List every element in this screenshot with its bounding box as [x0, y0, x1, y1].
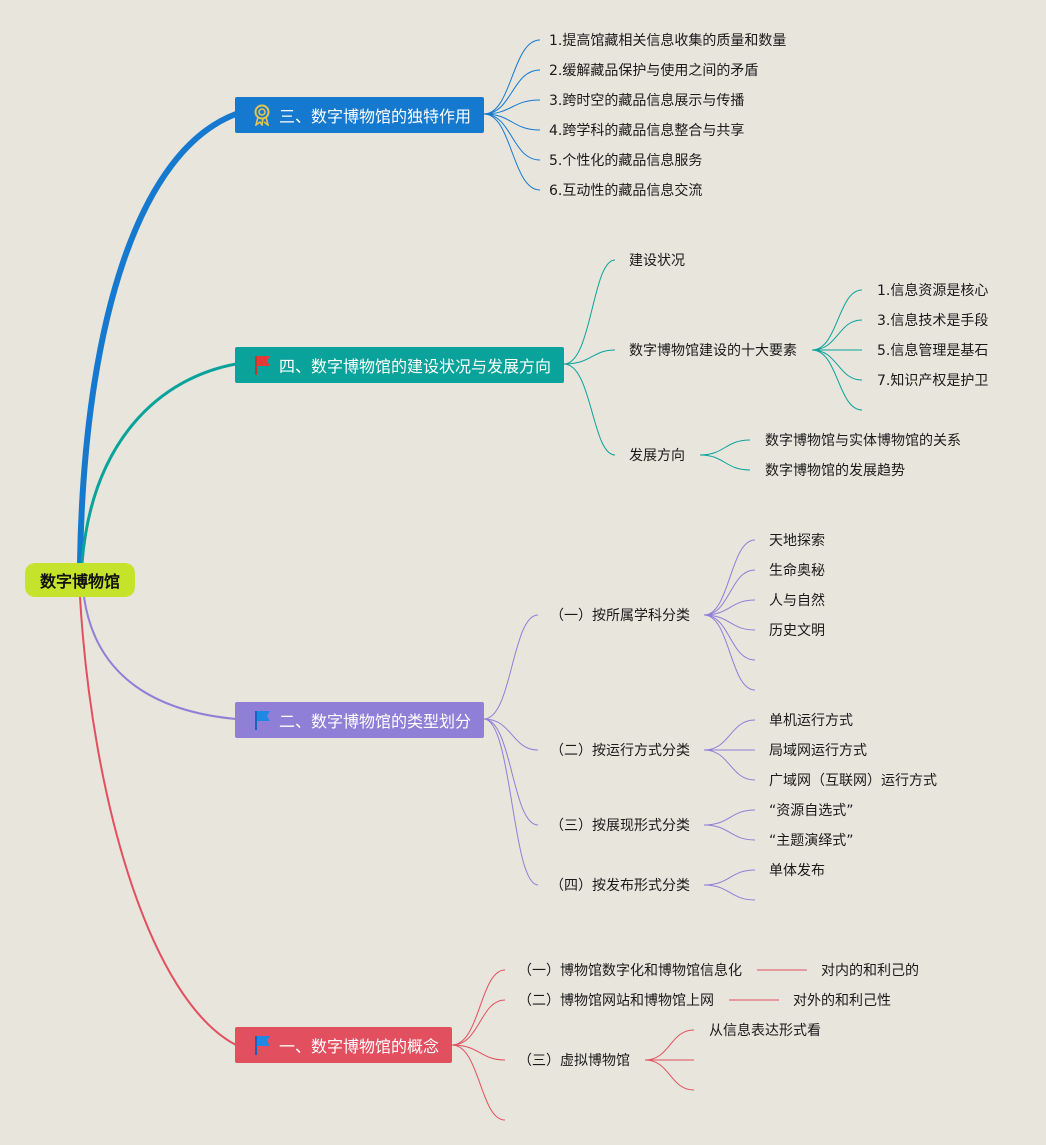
b4-element-item[interactable]: 1.信息资源是核心 — [877, 283, 989, 299]
b4-direction-item[interactable]: 数字博物馆与实体博物馆的关系 — [765, 433, 961, 449]
b4-elements-label[interactable]: 数字博物馆建设的十大要素 — [629, 343, 797, 359]
b1-sub3-item[interactable]: 从信息表达形式看 — [709, 1023, 821, 1039]
connectors-b4 — [563, 259, 863, 471]
branch-title-b4: 四、数字博物馆的建设状况与发展方向 — [279, 357, 552, 376]
b2-group-item[interactable]: 广域网（互联网）运行方式 — [769, 773, 937, 789]
b3-item[interactable]: 3.跨时空的藏品信息展示与传播 — [549, 93, 745, 109]
b2-group-label[interactable]: （三）按展现形式分类 — [550, 818, 690, 834]
connector-root-b1 — [79, 596, 237, 1046]
branch-title-b3: 三、数字博物馆的独特作用 — [279, 107, 472, 126]
root-node[interactable]: 数字博物馆 — [25, 563, 135, 597]
b2-group-item[interactable]: 单体发布 — [769, 863, 825, 879]
b2-group-item[interactable]: 局域网运行方式 — [769, 743, 867, 759]
connectors-b1 — [451, 969, 807, 1121]
b2-group-item[interactable]: 人与自然 — [769, 593, 825, 609]
b2-group-label[interactable]: （一）按所属学科分类 — [550, 608, 690, 624]
connector-root-b2 — [83, 596, 237, 720]
connector-root-b3 — [77, 111, 238, 564]
b3-item[interactable]: 5.个性化的藏品信息服务 — [549, 153, 703, 169]
connectors-b2 — [483, 539, 756, 901]
b4-element-item[interactable]: 3.信息技术是手段 — [877, 313, 989, 329]
connector-root-b4 — [80, 362, 237, 564]
b1-sub1-note[interactable]: 对内的和利己的 — [821, 963, 919, 979]
blue-flag-icon — [251, 709, 273, 731]
b3-item[interactable]: 1.提高馆藏相关信息收集的质量和数量 — [549, 33, 787, 49]
b1-sub3-label[interactable]: （三）虚拟博物馆 — [518, 1053, 630, 1069]
b4-element-item[interactable]: 5.信息管理是基石 — [877, 343, 989, 359]
award-ribbon-icon — [251, 104, 273, 126]
b4-status[interactable]: 建设状况 — [629, 253, 685, 269]
branch-node-b4[interactable]: 四、数字博物馆的建设状况与发展方向 — [235, 347, 564, 383]
connectors-b3 — [483, 39, 541, 191]
b2-group-label[interactable]: （四）按发布形式分类 — [550, 878, 690, 894]
b2-group-item[interactable]: 生命奥秘 — [769, 563, 825, 579]
branch-title-b2: 二、数字博物馆的类型划分 — [279, 712, 472, 731]
b4-direction-item[interactable]: 数字博物馆的发展趋势 — [765, 463, 905, 479]
red-flag-icon — [251, 354, 273, 376]
b2-group-item[interactable]: 天地探索 — [769, 533, 825, 549]
b1-sub2-label[interactable]: （二）博物馆网站和博物馆上网 — [518, 993, 714, 1009]
branch-node-b2[interactable]: 二、数字博物馆的类型划分 — [235, 702, 484, 738]
b3-item[interactable]: 2.缓解藏品保护与使用之间的矛盾 — [549, 63, 759, 79]
b3-item[interactable]: 6.互动性的藏品信息交流 — [549, 183, 703, 199]
b4-direction-label[interactable]: 发展方向 — [629, 448, 685, 464]
root-title: 数字博物馆 — [39, 572, 120, 591]
b2-group-item[interactable]: “主题演绎式” — [769, 833, 854, 849]
blue-flag-icon — [251, 1034, 273, 1056]
branch-node-b1[interactable]: 一、数字博物馆的概念 — [235, 1027, 452, 1063]
b3-item[interactable]: 4.跨学科的藏品信息整合与共享 — [549, 123, 745, 139]
b2-group-item[interactable]: 历史文明 — [769, 623, 825, 639]
b1-sub2-note[interactable]: 对外的和利己性 — [793, 993, 891, 1009]
branch-title-b1: 一、数字博物馆的概念 — [279, 1037, 440, 1056]
b2-group-item[interactable]: 单机运行方式 — [769, 713, 853, 729]
branch-node-b3[interactable]: 三、数字博物馆的独特作用 — [235, 97, 484, 133]
b1-sub1-label[interactable]: （一）博物馆数字化和博物馆信息化 — [518, 963, 742, 979]
b4-element-item[interactable]: 7.知识产权是护卫 — [877, 373, 989, 389]
b2-group-item[interactable]: “资源自选式” — [769, 803, 854, 819]
b2-group-label[interactable]: （二）按运行方式分类 — [550, 743, 690, 759]
